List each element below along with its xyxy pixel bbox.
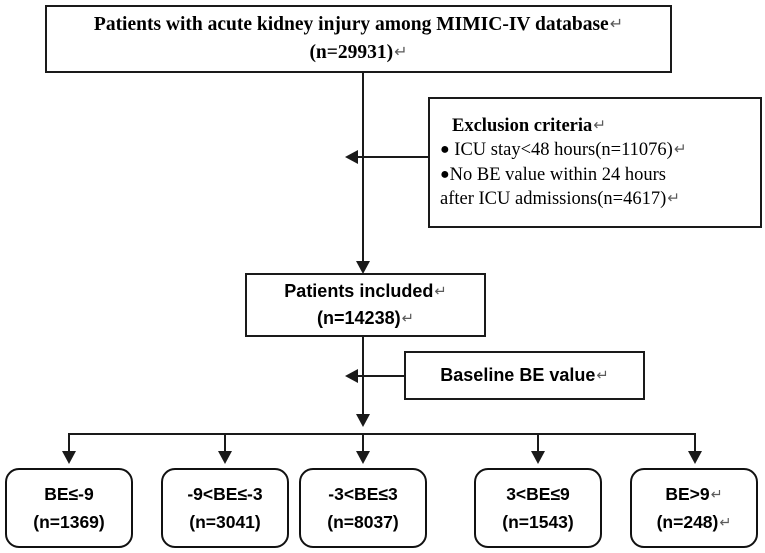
- baseline-be-value-box: Baseline BE value↵: [404, 351, 645, 400]
- connector-top-to-included: [362, 73, 364, 270]
- bullet-icon: ●: [440, 165, 450, 183]
- return-mark-icon: ↵: [394, 42, 408, 61]
- group-box-minus9-to-minus3: -9<BE≤-3 (n=3041): [161, 468, 289, 548]
- connector-exclusion-to-spine: [357, 156, 428, 158]
- arrow-into-included-box: [356, 261, 370, 274]
- return-mark-icon: ↵: [667, 188, 680, 207]
- return-mark-icon: ↵: [673, 140, 687, 159]
- bullet-icon: ●: [440, 141, 450, 159]
- group-label: 3<BE≤9: [506, 483, 570, 504]
- group-label: -9<BE≤-3: [187, 483, 263, 504]
- arrow-into-group-5: [688, 451, 702, 464]
- patients-included-count: (n=14238)↵: [317, 308, 414, 328]
- exclusion-criterion-2-line1: ●No BE value within 24 hours: [440, 164, 666, 185]
- return-mark-icon: ↵: [434, 283, 447, 300]
- group-count: (n=1369): [33, 512, 105, 532]
- group-label: BE>9↵: [665, 483, 723, 504]
- group-count: (n=248)↵: [656, 512, 732, 532]
- group-count: (n=3041): [189, 512, 261, 532]
- exclusion-criteria-box: Exclusion criteria↵ ● ICU stay<48 hours(…: [428, 97, 762, 228]
- split-stem-1: [68, 433, 70, 453]
- split-stem-4: [537, 433, 539, 453]
- top-cohort-count: (n=29931)↵: [309, 42, 408, 63]
- split-stem-2: [224, 433, 226, 453]
- arrow-into-group-3: [356, 451, 370, 464]
- arrow-into-group-2: [218, 451, 232, 464]
- top-cohort-title: Patients with acute kidney injury among …: [93, 14, 624, 36]
- arrow-into-group-4: [531, 451, 545, 464]
- patients-included-box: Patients included↵ (n=14238)↵: [245, 273, 486, 337]
- exclusion-criterion-2-line2: after ICU admissions(n=4617)↵: [440, 188, 680, 209]
- arrow-exclusion-to-spine: [345, 150, 358, 164]
- group-label: -3<BE≤3: [328, 483, 398, 504]
- patients-included-label: Patients included↵: [284, 281, 447, 301]
- connector-baseline-to-spine: [357, 375, 404, 377]
- group-count: (n=1543): [502, 512, 574, 532]
- arrow-into-group-1: [62, 451, 76, 464]
- group-box-be-le-minus9: BE≤-9 (n=1369): [5, 468, 133, 548]
- top-cohort-box: Patients with acute kidney injury among …: [45, 5, 672, 73]
- return-mark-icon: ↵: [401, 310, 414, 327]
- group-box-minus3-to-3: -3<BE≤3 (n=8037): [299, 468, 427, 548]
- arrow-into-split-bar: [356, 414, 370, 427]
- group-label: BE≤-9: [44, 483, 94, 504]
- return-mark-icon: ↵: [719, 515, 732, 531]
- exclusion-criterion-1: ● ICU stay<48 hours(n=11076)↵: [440, 140, 687, 161]
- return-mark-icon: ↵: [609, 14, 624, 34]
- return-mark-icon: ↵: [710, 486, 723, 503]
- baseline-be-value-label: Baseline BE value↵: [440, 365, 609, 385]
- split-stem-3: [362, 433, 364, 453]
- connector-included-to-split: [362, 337, 364, 420]
- group-box-3-to-9: 3<BE≤9 (n=1543): [474, 468, 602, 548]
- group-box-be-gt-9: BE>9↵ (n=248)↵: [630, 468, 758, 548]
- split-stem-5: [694, 433, 696, 453]
- arrow-baseline-to-spine: [345, 369, 358, 383]
- return-mark-icon: ↵: [596, 367, 609, 384]
- exclusion-title: Exclusion criteria↵: [452, 116, 606, 137]
- split-distributor-bar: [68, 433, 696, 435]
- return-mark-icon: ↵: [593, 116, 606, 135]
- group-count: (n=8037): [327, 512, 399, 532]
